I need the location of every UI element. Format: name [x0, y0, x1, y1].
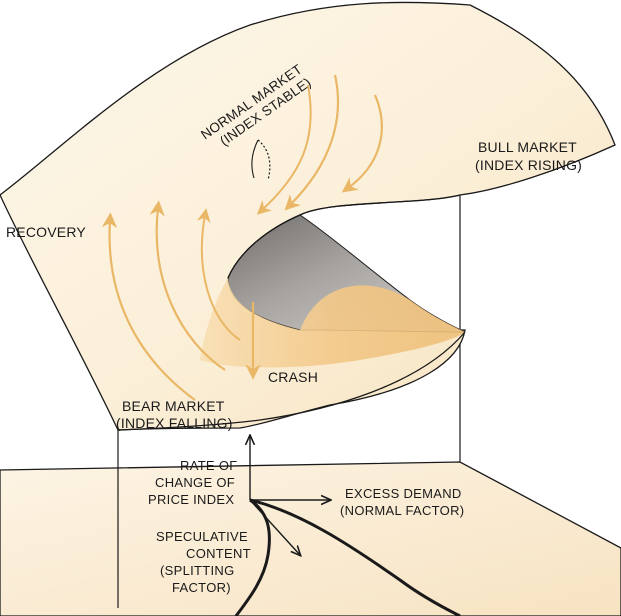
- bull-market-subtext: (INDEX RISING): [475, 157, 582, 173]
- bear-market-subtext: (INDEX FALLING): [116, 415, 233, 431]
- flow-arrow-bull-2: [341, 94, 383, 193]
- speculative-line4: FACTOR): [172, 580, 231, 595]
- cusp-curve-right-branch: [249, 498, 461, 616]
- flow-arrow-recovery-1: [101, 212, 196, 401]
- recovery-text: RECOVERY: [6, 224, 86, 240]
- fold-lower-edge: [117, 331, 466, 431]
- excess-demand-text: EXCESS DEMAND: [345, 486, 462, 501]
- control-plane: [0, 461, 621, 616]
- crash-text: CRASH: [268, 369, 318, 385]
- rate-of-change-line1: RATE OF: [180, 458, 237, 473]
- flow-arrow-normal-1: [256, 84, 312, 215]
- flow-arrow-recovery-3: [196, 208, 241, 341]
- bull-market-text: BULL MARKET: [478, 139, 577, 155]
- speculative-line2: CONTENT: [186, 546, 251, 561]
- flow-arrow-recovery-2: [149, 200, 226, 371]
- flow-arrow-bull-1: [284, 74, 340, 211]
- fold-upper-edge: [227, 194, 461, 279]
- excess-demand-subtext: (NORMAL FACTOR): [340, 503, 464, 518]
- bear-market-text: BEAR MARKET: [122, 398, 225, 414]
- speculative-line3: (SPLITTING: [160, 563, 235, 578]
- splitting-factor-axis: [249, 499, 300, 555]
- pleat-solid-curve: [251, 139, 259, 179]
- rate-of-change-line2: CHANGE OF: [155, 475, 235, 490]
- speculative-line1: SPECULATIVE: [156, 529, 248, 544]
- cusp-curve-left-branch: [234, 498, 271, 616]
- fold-lower-sheet: [200, 278, 465, 368]
- rate-of-change-line3: PRICE INDEX: [148, 492, 234, 507]
- pleat-dotted-curve: [257, 139, 271, 181]
